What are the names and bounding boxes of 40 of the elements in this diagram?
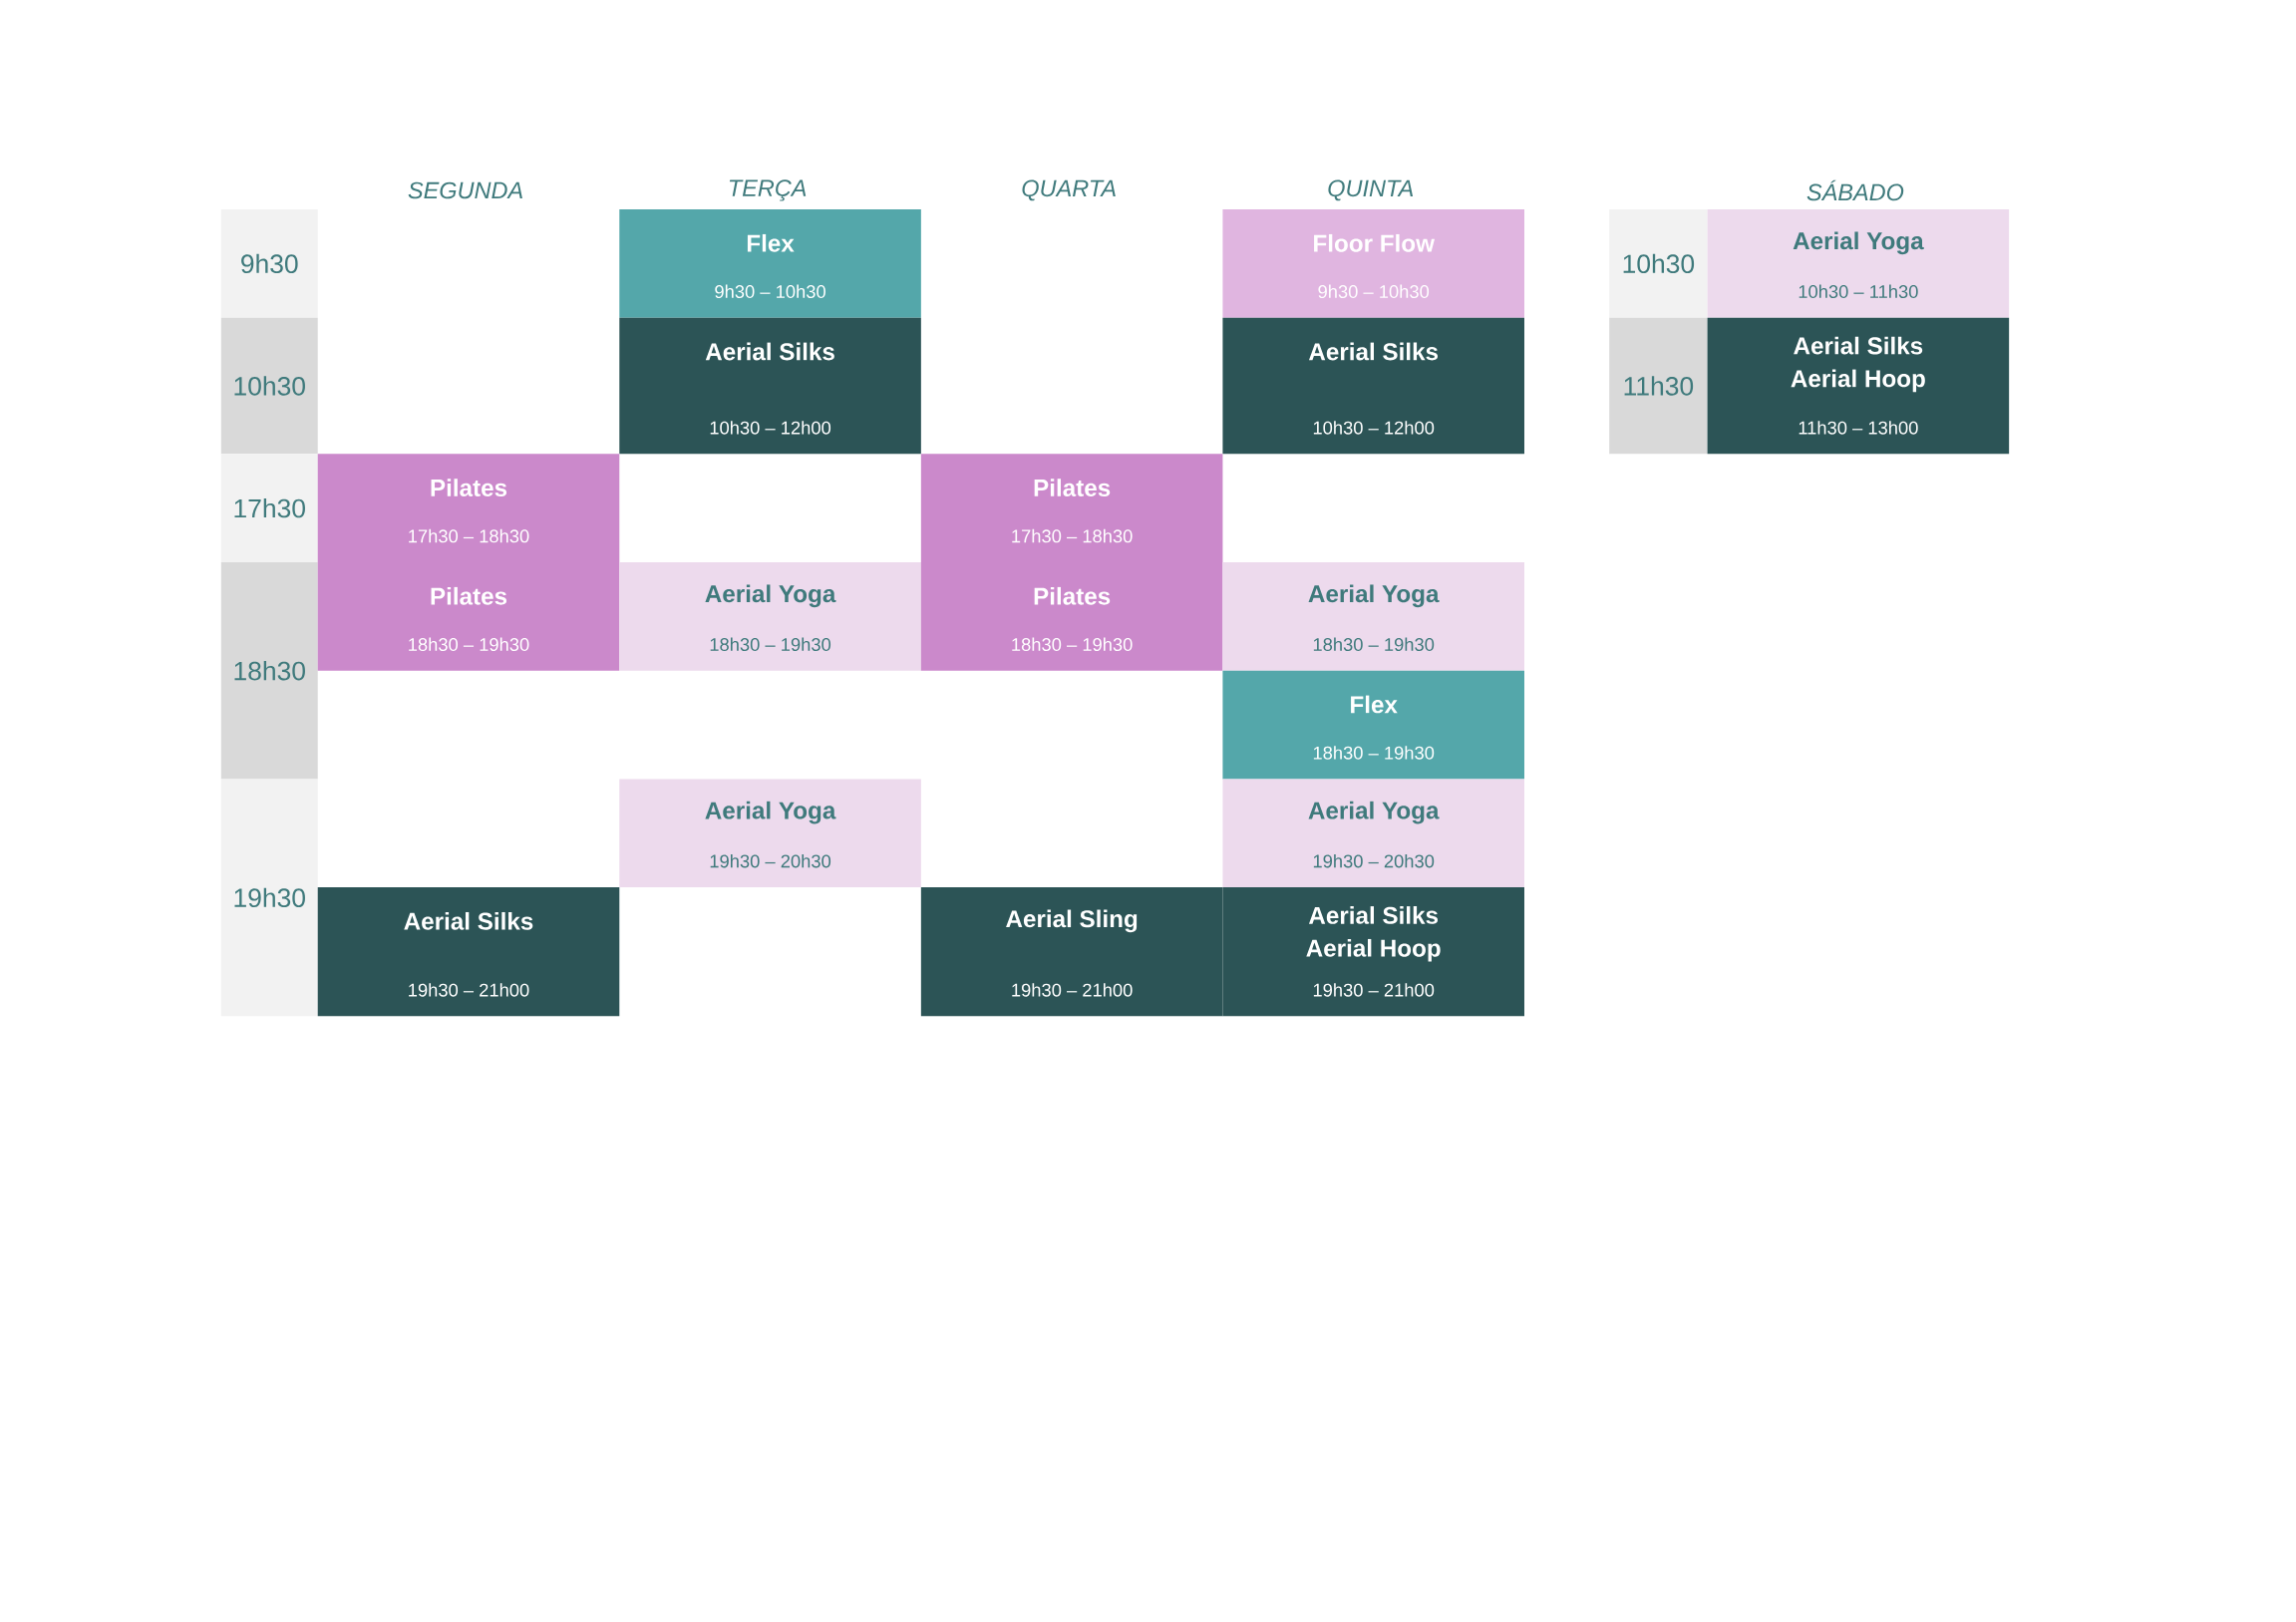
node-label: Pilates — [431, 479, 507, 496]
node-label: 18h30 – 19h30 — [409, 637, 529, 651]
node-label: 17h30 – 18h30 — [1012, 528, 1133, 543]
time-cell: 9h30 — [220, 208, 318, 318]
class-cell: Aerial Yoga 10h30 – 11h30 — [1707, 208, 2010, 318]
class-cell: Flex 9h30 – 10h30 — [619, 208, 921, 318]
class-cell: Floor Flow 9h30 – 10h30 — [1222, 208, 1524, 318]
class-cell: Aerial Silks 10h30 – 12h00 — [619, 317, 921, 455]
time-cell: 17h30 — [220, 454, 318, 562]
class-cell: Aerial Yoga 18h30 – 19h30 — [619, 561, 921, 671]
class-cell: Flex 18h30 – 19h30 — [1222, 670, 1524, 780]
class-cell: Aerial Silks Aerial Hoop 19h30 – 21h00 — [1222, 886, 1524, 1017]
node-label: Pilates — [1034, 479, 1111, 496]
day-header: QUARTA — [1022, 179, 1116, 201]
node-label: 17h30 – 18h30 — [409, 528, 529, 543]
class-cell: Aerial Silks 19h30 – 21h00 — [317, 886, 620, 1017]
class-cell: Pilates 17h30 – 18h30 — [317, 454, 620, 562]
day-header: SEGUNDA — [408, 181, 522, 199]
time-cell: 11h30 — [1609, 317, 1708, 455]
node-label: Aerial Hoop — [1306, 938, 1441, 962]
time-cell: 10h30 — [220, 317, 318, 455]
node-label: Aerial Silks — [1308, 905, 1439, 924]
time-cell: 18h30 — [220, 561, 318, 780]
time-cell: 19h30 — [220, 779, 318, 1017]
node-label: Pilates — [1034, 586, 1111, 605]
node-label: 19h30 – 21h00 — [1313, 982, 1435, 997]
time-cell: 10h30 — [1609, 208, 1708, 318]
class-cell: Aerial Silks 10h30 – 12h00 — [1222, 317, 1524, 455]
node-label: 19h30 – 21h00 — [1012, 982, 1133, 997]
class-cell: Aerial Silks Aerial Hoop 11h30 – 13h00 — [1707, 317, 2010, 455]
class-cell: Aerial Sling 19h30 – 21h00 — [920, 886, 1223, 1017]
node-label: 18h30 – 19h30 — [1012, 637, 1133, 651]
class-cell: Pilates 18h30 – 19h30 — [920, 561, 1223, 671]
node-label: Aerial Sling — [1006, 909, 1138, 933]
class-cell: Aerial Yoga 19h30 – 20h30 — [619, 779, 921, 887]
class-cell: Pilates 18h30 – 19h30 — [317, 561, 620, 671]
class-cell: Aerial Yoga 19h30 – 20h30 — [1222, 779, 1524, 887]
node-label: Pilates — [431, 586, 507, 605]
class-cell: Pilates 17h30 – 18h30 — [920, 454, 1223, 562]
class-cell: Aerial Yoga 18h30 – 19h30 — [1222, 561, 1524, 671]
